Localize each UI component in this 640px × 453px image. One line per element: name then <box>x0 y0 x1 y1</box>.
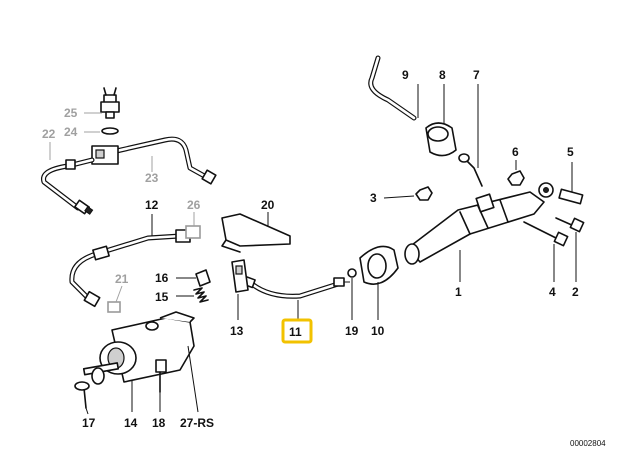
label-part-16[interactable]: 16 <box>155 271 169 285</box>
label-part-21[interactable]: 21 <box>115 272 129 286</box>
label-part-10[interactable]: 10 <box>371 324 385 338</box>
label-part-18[interactable]: 18 <box>152 416 166 430</box>
label-part-23[interactable]: 23 <box>145 171 159 185</box>
slave-cylinder-group <box>69 225 211 409</box>
label-part-26[interactable]: 26 <box>187 198 201 212</box>
label-part-27[interactable]: 27-RS <box>180 416 214 430</box>
label-part-22[interactable]: 22 <box>42 127 56 141</box>
label-part-24[interactable]: 24 <box>64 125 78 139</box>
label-part-2[interactable]: 2 <box>572 285 579 299</box>
label-part-19[interactable]: 19 <box>345 324 359 338</box>
reference-number: 00002804 <box>570 439 606 448</box>
clutch-pedal-bracket-group <box>368 55 483 187</box>
label-part-1[interactable]: 1 <box>455 285 462 299</box>
label-part-13[interactable]: 13 <box>230 324 244 338</box>
master-cylinder-group <box>347 170 585 285</box>
label-part-11[interactable]: 11 <box>289 325 302 339</box>
label-part-5[interactable]: 5 <box>567 145 574 159</box>
highlight-box <box>281 318 313 344</box>
label-part-9[interactable]: 9 <box>402 68 409 82</box>
label-part-4[interactable]: 4 <box>549 285 556 299</box>
label-part-8[interactable]: 8 <box>439 68 446 82</box>
pressure-switch-group <box>41 87 217 215</box>
clutch-line-group <box>221 213 350 299</box>
label-part-6[interactable]: 6 <box>512 145 519 159</box>
label-part-20[interactable]: 20 <box>261 198 275 212</box>
label-part-15[interactable]: 15 <box>155 290 169 304</box>
label-part-25[interactable]: 25 <box>64 106 78 120</box>
label-part-7[interactable]: 7 <box>473 68 480 82</box>
label-part-17[interactable]: 17 <box>82 416 96 430</box>
label-part-3[interactable]: 3 <box>370 191 377 205</box>
label-part-14[interactable]: 14 <box>124 416 138 430</box>
label-part-12[interactable]: 12 <box>145 198 159 212</box>
